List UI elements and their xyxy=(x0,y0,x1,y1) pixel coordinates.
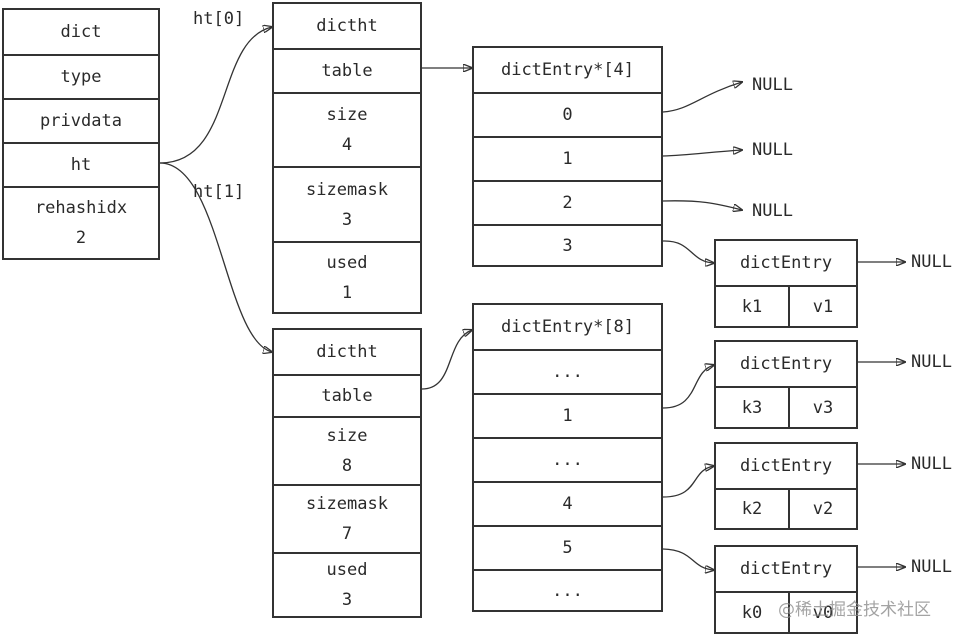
ht1-used: used 3 xyxy=(274,552,420,616)
ht0-size: size 4 xyxy=(274,92,420,166)
dict-entry-header: dictEntry xyxy=(739,253,833,273)
entry-key: k2 xyxy=(741,499,763,519)
null-label-entry-k3: NULL xyxy=(911,352,952,372)
dict-entry-k3: dictEntry k3 v3 xyxy=(714,340,858,429)
ht1-pointer-arrow xyxy=(159,162,272,352)
entry-value: v3 xyxy=(788,388,856,427)
array8-header: dictEntry*[8] xyxy=(500,317,635,337)
dict-entry-k1: dictEntry k1 v1 xyxy=(714,239,858,328)
ht1-dictht: dictht table size 8 sizemask 7 used 3 xyxy=(272,328,422,618)
ht0-size-value: 4 xyxy=(341,135,353,155)
rehashidx-value: 2 xyxy=(75,228,87,248)
dict-field-rehashidx: rehashidx 2 xyxy=(4,186,158,258)
dict-entry-kv: k3 v3 xyxy=(716,386,856,427)
dict-entry-header: dictEntry xyxy=(739,354,833,374)
ht0-table: table xyxy=(274,48,420,92)
null-label-slot2: NULL xyxy=(752,201,793,221)
ht0-sizemask-value: 3 xyxy=(341,209,353,230)
dict-header: dict xyxy=(60,22,102,42)
slot3-entry-arrow xyxy=(662,240,714,263)
ht0-sizemask-label: sizemask xyxy=(306,179,388,200)
array4-table: dictEntry*[4] 0 1 2 3 xyxy=(472,46,663,267)
ht0-size-label: size xyxy=(326,105,368,125)
entry-key: k1 xyxy=(741,296,763,317)
ht1-sizemask-value: 7 xyxy=(341,524,353,544)
ht0-used-label: used xyxy=(326,252,368,273)
null-label-entry-k1: NULL xyxy=(911,252,952,272)
dict-entry-k0: dictEntry k0 v0 xyxy=(714,545,858,634)
dict-entry-kv: k2 v2 xyxy=(716,488,856,528)
array8-table: dictEntry*[8] ... 1 ... 4 5 ... xyxy=(472,303,663,612)
array8-slot-5: 5 xyxy=(474,525,661,569)
null-label-slot0: NULL xyxy=(752,75,793,95)
ht0-used-value: 1 xyxy=(341,282,353,303)
array8-slot-4: 4 xyxy=(474,481,661,525)
array4-slot-3: 3 xyxy=(474,224,661,265)
dict-struct: dict type privdata ht rehashidx 2 xyxy=(2,8,160,260)
array8-slot-ellipsis-b: ... xyxy=(474,437,661,481)
ht1-size-value: 8 xyxy=(341,456,353,476)
ht0-used: used 1 xyxy=(274,241,420,312)
array4-slot-0: 0 xyxy=(474,92,661,136)
ht0-header: dictht xyxy=(316,16,378,36)
array4-slot-1: 1 xyxy=(474,136,661,180)
watermark: @稀土掘金技术社区 xyxy=(778,600,931,620)
dict-entry-kv: k1 v1 xyxy=(716,285,856,326)
dict-entry-kv: k0 v0 xyxy=(716,591,856,632)
dict-entry-header: dictEntry xyxy=(739,456,833,476)
entry-value: v1 xyxy=(788,287,856,326)
dict-field-privdata: privdata xyxy=(4,98,158,142)
ht1-used-value: 3 xyxy=(341,590,353,610)
ht1-table: table xyxy=(274,374,420,416)
entry-value: v0 xyxy=(788,593,856,632)
slot1-null-arrow xyxy=(662,150,742,157)
ht1-used-label: used xyxy=(326,560,368,580)
ht1-header: dictht xyxy=(316,342,378,362)
null-label-slot1: NULL xyxy=(752,140,793,160)
slot0-null-arrow xyxy=(662,82,742,113)
array8-slot-1: 1 xyxy=(474,393,661,437)
dict-field-type: type xyxy=(4,54,158,98)
null-label-entry-k2: NULL xyxy=(911,454,952,474)
entry-key: k3 xyxy=(741,397,763,418)
slot4-entry-arrow xyxy=(662,466,714,498)
ht1-sizemask: sizemask 7 xyxy=(274,484,420,552)
ht1-label: ht[1] xyxy=(193,182,245,202)
ht0-dictht: dictht table size 4 sizemask 3 used 1 xyxy=(272,2,422,314)
rehashidx-label: rehashidx xyxy=(34,198,128,218)
slot5-entry-arrow xyxy=(662,548,714,570)
slot2-null-arrow xyxy=(662,200,742,210)
ht1-sizemask-label: sizemask xyxy=(306,494,388,514)
array4-slot-2: 2 xyxy=(474,180,661,224)
dict-field-ht: ht xyxy=(4,142,158,186)
array8-slot-ellipsis-a: ... xyxy=(474,349,661,393)
dict-entry-header: dictEntry xyxy=(739,559,833,579)
entry-key: k0 xyxy=(741,602,763,623)
null-label-entry-k0: NULL xyxy=(911,557,952,577)
entry-value: v2 xyxy=(788,490,856,528)
dict-entry-k2: dictEntry k2 v2 xyxy=(714,442,858,530)
ht0-label: ht[0] xyxy=(193,9,245,29)
ht0-pointer-arrow xyxy=(159,27,272,164)
slot1b-entry-arrow xyxy=(662,365,714,409)
array8-slot-ellipsis-c: ... xyxy=(474,569,661,610)
ht0-sizemask: sizemask 3 xyxy=(274,166,420,241)
ht1-size-label: size xyxy=(326,426,368,446)
ht1-table-arrow xyxy=(421,330,472,390)
array4-header: dictEntry*[4] xyxy=(500,60,635,80)
ht1-size: size 8 xyxy=(274,416,420,484)
